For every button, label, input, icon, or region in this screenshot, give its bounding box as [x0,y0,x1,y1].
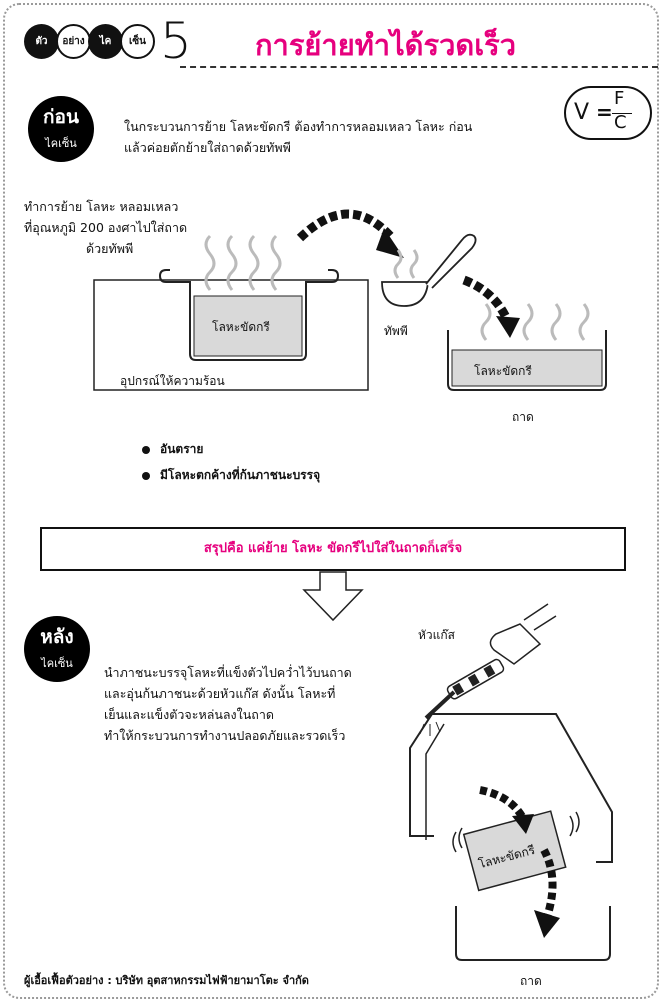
furnace-metal-label: โลหะขัดกรี [212,320,270,334]
heat-waves-tray [480,303,590,341]
formula-eq: = [596,100,613,124]
ladle-handle [425,233,477,289]
bullet-danger: อันตราย [142,440,203,459]
arrow-to-tray [462,275,513,324]
tray-label: ถาด [512,410,534,424]
heat-waves-1 [204,234,282,291]
tray-after [455,906,611,961]
example-number: 5 [160,12,192,70]
summary-banner: สรุปคือ แค่ย้าย โลหะ ขัดกรีไปใส่ในถาดก็เ… [40,527,626,571]
after-arrow-2 [540,848,557,922]
after-arrow-2-head [534,910,560,938]
badge-4: เซ็น [120,24,155,59]
formula-f: F [614,88,625,109]
metal-block [462,810,567,892]
furnace-molten-metal [193,295,303,357]
header-rule [180,66,658,68]
before-step-line3: ด้วยทัพพี [86,241,134,256]
after-kaizen-bubble: หลัง ไคเซ็น [24,616,90,682]
arrow-to-ladle-head [376,228,404,258]
tray-metal [451,349,603,387]
heat-waves-ladle [393,249,419,279]
tray-metal-label: โลหะขัดกรี [474,364,532,378]
torch-flame [419,721,441,736]
bullet-dot [142,471,150,480]
before-intro-line2: แล้วค่อยตักย้ายใส่ถาดด้วยทัพพี [124,140,291,155]
badge-3: ไค [88,24,123,59]
before-bubble-subtitle: ไคเซ็น [45,137,77,150]
after-line2: และอุ่นก้นภาชนะด้วยหัวแก๊ส ดังนั้น โลหะท… [104,686,336,701]
after-description: นำภาชนะบรรจุโลหะที่แข็งตัวไปคว่ำไว้บนถาด… [104,662,352,746]
bullet-dot [142,445,150,454]
formula-divider [612,113,632,114]
before-bubble-title: ก่อน [43,106,79,128]
inverted-pot-frame [409,713,613,863]
after-bubble-title: หลัง [40,626,74,648]
after-arrow-1-head [512,814,534,834]
before-kaizen-bubble: ก่อน ไคเซ็น [28,96,94,162]
torch-label: หัวแก๊ส [418,628,455,642]
before-step-line1: ทำการย้าย โลหะ หลอมเหลว [24,199,179,214]
page-title: การย้ายทำได้รวดเร็ว [255,28,516,62]
gas-torch-icon [446,658,505,700]
before-intro: ในกระบวนการย้าย โลหะขัดกรี ต้องทำการหลอม… [124,116,472,158]
tray-before [447,330,607,391]
hand-icon [489,623,542,665]
after-line1: นำภาชนะบรรจุโลหะที่แข็งตัวไปคว่ำไว้บนถาด [104,665,352,680]
ladle-label: ทัพพี [384,324,408,338]
formula-v: V [574,100,590,125]
sleeve-lines [523,603,557,631]
bullet-danger-text: อันตราย [160,442,204,456]
down-arrow [302,571,364,622]
before-step: ทำการย้าย โลหะ หลอมเหลว ที่อุณหภูมิ 200 … [24,196,187,259]
heater-label: อุปกรณ์ให้ความร้อน [120,374,225,388]
before-intro-line1: ในกระบวนการย้าย โลหะขัดกรี ต้องทำการหลอม… [124,119,473,134]
footer-credit: ผู้เอื้อเฟื้อตัวอย่าง : บริษัท อุตสาหกรร… [24,974,309,987]
arrow-to-tray-head [496,316,520,338]
after-bubble-subtitle: ไคเซ็น [41,657,73,670]
after-arrow-1 [479,786,528,822]
page-frame [3,3,659,999]
ladle-bowl [381,281,429,307]
formula-box: V = F C [564,86,652,140]
after-line3: เย็นและแข็งตัวจะหล่นลงในถาด [104,707,275,722]
formula-c: C [614,112,627,133]
motion-marks [452,811,580,853]
after-line4: ทำให้กระบวนการทำงานปลอดภัยและรวดเร็ว [104,728,346,743]
bullet-residue: มีโลหะตกค้างที่ก้นภาชนะบรรจุ [142,466,320,485]
furnace-pot [158,269,340,361]
after-tray-label: ถาด [520,974,542,988]
inverted-pot-inner [425,723,445,840]
before-step-line2: ที่อุณหภูมิ 200 องศาไปใส่ถาด [24,220,188,235]
torch-nozzle [424,690,456,720]
arrow-to-ladle [296,209,396,242]
badge-1: ตัว [24,24,59,59]
bullet-residue-text: มีโลหะตกค้างที่ก้นภาชนะบรรจุ [160,468,321,482]
